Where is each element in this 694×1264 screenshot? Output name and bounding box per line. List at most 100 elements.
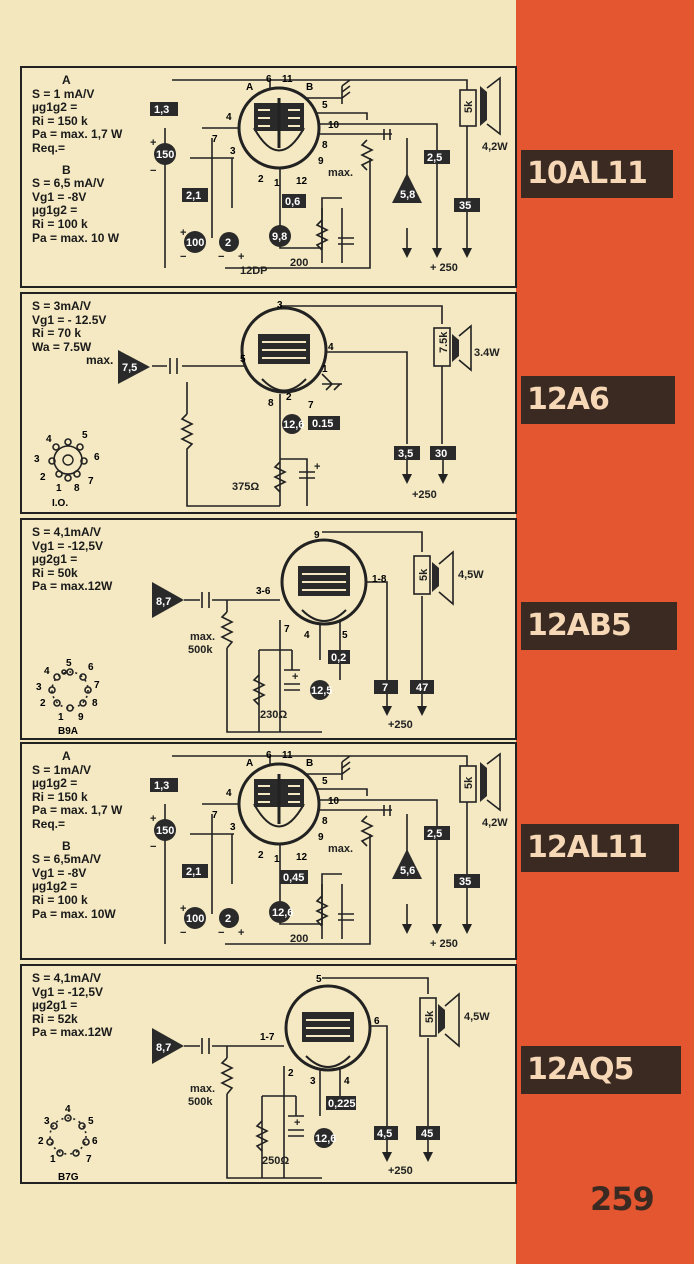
pin-label: 1 [322, 364, 328, 375]
label-spk-r: 7.5k [438, 331, 450, 353]
socket-pin: 3 [34, 454, 40, 465]
base-label: 12DP [240, 265, 268, 277]
spec-line: Pa = max. 1,7 W [32, 127, 123, 142]
panel-12a6: S = 3mA/V Vg1 = - 12.5V Ri = 70 k Wa = 7… [20, 292, 517, 514]
value-circle: 9,8 [272, 231, 287, 243]
spec-line: Ri = 150 k [32, 789, 88, 804]
speaker-resistor [459, 89, 477, 127]
spec-line: S = 4,1mA/V [32, 971, 102, 985]
label-spk-w: 4,5W [458, 569, 484, 581]
socket-pin: 6 [88, 662, 94, 673]
spec-line: µg2g1 = [32, 998, 78, 1013]
pin-label: 1 [274, 178, 280, 189]
svg-text:+: + [238, 927, 244, 939]
spec-line: Vg1 = -12,5V [32, 984, 104, 999]
spec-header-b: B [62, 162, 71, 177]
value-box: 2,5 [427, 152, 442, 164]
svg-text:−: − [218, 927, 224, 939]
schematic-10al11: 5k 4,2W + 250 5,8 1,3 150 2,1 100 2 0,6 … [150, 74, 508, 277]
value-circle: 12,5 [311, 685, 332, 697]
pin-label: 2 [288, 1068, 294, 1079]
label-b-plus: +250 [412, 489, 437, 501]
socket-pin: 6 [92, 1136, 98, 1147]
socket-pin: 2 [40, 472, 46, 483]
value-circle: 100 [186, 913, 204, 925]
specs-12aq5: S = 4,1mA/V Vg1 = -12,5V µg2g1 = Ri = 52… [32, 971, 112, 1040]
pin-label: A [246, 758, 253, 769]
socket-pin: 7 [94, 680, 100, 691]
svg-text:+: + [180, 903, 186, 915]
value-circle: 150 [156, 149, 174, 161]
spec-line: Pa = max. 10 W [32, 230, 120, 245]
spec-line: µg2g1 = [32, 552, 78, 567]
driver-triangle-icon [392, 849, 422, 879]
pin-label: 2 [258, 850, 264, 861]
pin-label: 3 [230, 146, 236, 157]
pin-label: 1 [274, 854, 280, 865]
spec-line: Req.= [32, 816, 66, 831]
pin-label: 4 [304, 630, 310, 641]
spec-line: Ri = 70 k [32, 326, 82, 341]
pin-label: 10 [328, 796, 340, 807]
socket-pin: 4 [65, 1104, 71, 1115]
svg-text:+: + [292, 671, 298, 683]
svg-text:−: − [218, 251, 224, 263]
spec-line: S = 1 mA/V [32, 86, 95, 101]
value-driver: 7,5 [122, 362, 137, 374]
value-circle: 12,6 [315, 1133, 336, 1145]
spec-line: S = 6,5mA/V [32, 852, 102, 867]
socket-pin: 7 [88, 476, 94, 487]
pin-label: 10 [328, 120, 340, 131]
value-box: 3,5 [398, 448, 413, 460]
socket-pin: 5 [66, 658, 72, 669]
spec-line: Req.= [32, 140, 66, 155]
speaker-resistor [433, 327, 451, 367]
spec-line: Ri = 150 k [32, 113, 88, 128]
socket-pin: 9 [78, 712, 84, 723]
pin-label: 7 [284, 624, 290, 635]
pin-label: 5 [316, 974, 322, 985]
value-box: 2,1 [186, 866, 201, 878]
svg-text:+: + [294, 1117, 300, 1129]
socket-pin: 1 [56, 483, 62, 494]
spec-line: max. [86, 353, 114, 368]
socket-pin: 1 [58, 712, 64, 723]
pin-label: 2 [258, 174, 264, 185]
pin-label: 9 [318, 156, 324, 167]
value-box: 0,2 [331, 652, 346, 664]
pin-label: 5 [322, 776, 328, 787]
tube-label-12al11: 12AL11 [521, 824, 679, 872]
socket-diagram [48, 438, 88, 482]
spec-line: Vg1 = -8V [32, 189, 87, 204]
svg-text:+: + [314, 461, 320, 473]
pin-label: 12 [296, 852, 308, 863]
value-circle: 12,6 [272, 907, 293, 919]
label-resistor: max. [190, 631, 215, 643]
speaker-resistor [419, 997, 437, 1037]
label-resistor: 230Ω [260, 709, 287, 721]
spec-line: S = 3mA/V [32, 299, 92, 313]
tube-envelope [240, 306, 328, 394]
label-resistor: 500k [188, 644, 213, 656]
label-b-plus: +250 [388, 719, 413, 731]
socket-pin: 3 [44, 1116, 50, 1127]
label-resistor: 500k [188, 1096, 213, 1108]
socket-pin: 6 [94, 452, 100, 463]
label-resistor: 375Ω [232, 481, 259, 493]
pin-label: 5 [342, 630, 348, 641]
value-box: 0.15 [312, 418, 333, 430]
pin-label: 8 [268, 398, 274, 409]
spec-line: µg1g2 = [32, 100, 78, 115]
speaker-icon [452, 334, 459, 362]
pin-label: 3 [310, 1076, 316, 1087]
socket-pin: 2 [38, 1136, 44, 1147]
pin-label: 4 [226, 112, 232, 123]
spec-line: Vg1 = - 12.5V [32, 312, 107, 327]
pin-label: 2 [286, 392, 292, 403]
socket-diagram [48, 668, 92, 712]
pin-label: 1-7 [260, 1032, 275, 1043]
speaker-icon [438, 1004, 445, 1034]
pin-label: 6 [266, 750, 272, 761]
spec-line: µg1g2 = [32, 203, 78, 218]
